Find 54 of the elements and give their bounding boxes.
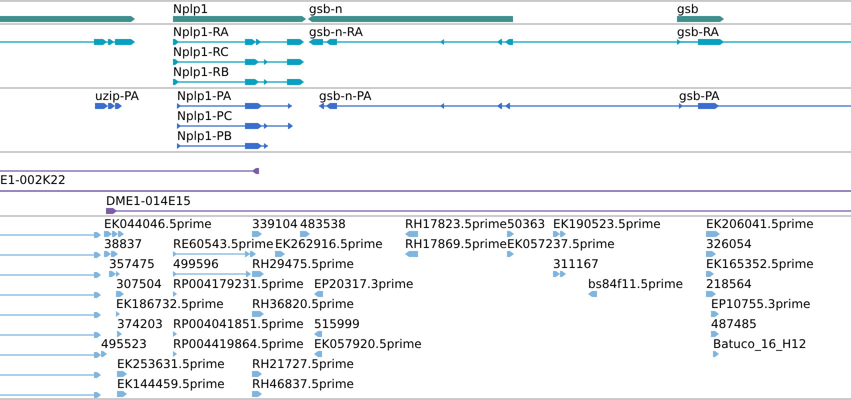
feature-label: 495523	[101, 337, 147, 351]
feature-label: 357475	[109, 257, 155, 271]
feature-label: RP004419864.5prime	[173, 337, 304, 351]
feature-label: uzip-PA	[95, 89, 139, 103]
feature-label: RH21727.5prime	[252, 357, 354, 371]
feature-label: gsb	[677, 2, 698, 16]
feature-label: 499596	[173, 257, 219, 271]
feature-label: RH36820.5prime	[252, 297, 354, 311]
feature-label: Nplp1-RC	[173, 45, 229, 59]
feature-label: gsb-PA	[679, 89, 720, 103]
feature-label: RP004041851.5prime	[173, 317, 304, 331]
feature-label: EK206041.5prime	[706, 217, 814, 231]
feature-label: 307504	[116, 277, 162, 291]
feature-label: RP004179231.5prime	[173, 277, 304, 291]
feature-label: gsb-RA	[677, 25, 719, 39]
feature-label: EP10755.3prime	[711, 297, 810, 311]
feature-label: RH46837.5prime	[252, 377, 354, 391]
feature-label: Nplp1-PB	[177, 129, 232, 143]
feature-label: EP20317.3prime	[314, 277, 414, 291]
feature-label: Batuco_16_H12	[713, 337, 806, 351]
feature-label: 326054	[706, 237, 752, 251]
feature-label: RE60543.5prime	[173, 237, 274, 251]
feature-label: 38837	[104, 237, 142, 251]
feature-label: RH17823.5prime	[405, 217, 507, 231]
feature-label: EK057237.5prime	[507, 237, 615, 251]
feature-label: 374203	[117, 317, 163, 331]
feature-label: bs84f11.5prime	[588, 277, 684, 291]
feature-label: 339104	[252, 217, 298, 231]
feature-label: RH29475.5prime	[252, 257, 354, 271]
feature-label: 487485	[711, 317, 757, 331]
feature-label: gsb-n-RA	[309, 25, 363, 39]
feature-label: Nplp1-PC	[177, 109, 232, 123]
feature-label: Nplp1-RA	[173, 25, 229, 39]
feature-label: DME1-014E15	[106, 194, 191, 208]
feature-label: EK057920.5prime	[314, 337, 422, 351]
feature-label: RH17869.5prime	[405, 237, 507, 251]
feature-label: Nplp1-RB	[173, 65, 230, 79]
feature-label: 515999	[314, 317, 360, 331]
feature-label: 311167	[553, 257, 599, 271]
feature-label: EK165352.5prime	[706, 257, 814, 271]
feature-label: E1-002K22	[0, 173, 66, 187]
feature-label: Nplp1	[173, 2, 208, 16]
feature-label: 218564	[706, 277, 752, 291]
feature-label: Nplp1-PA	[177, 89, 232, 103]
feature-label: 50363	[507, 217, 546, 231]
feature-label: gsb-n-PA	[319, 89, 372, 103]
feature-label: EK044046.5prime	[104, 217, 212, 231]
feature-label: EK144459.5prime	[117, 377, 225, 391]
feature-label: 483538	[300, 217, 346, 231]
feature-label: EK186732.5prime	[116, 297, 224, 311]
feature-label: EK190523.5prime	[553, 217, 661, 231]
feature-label: gsb-n	[309, 2, 342, 16]
feature-label: EK253631.5prime	[117, 357, 225, 371]
feature-label: EK262916.5prime	[275, 237, 383, 251]
